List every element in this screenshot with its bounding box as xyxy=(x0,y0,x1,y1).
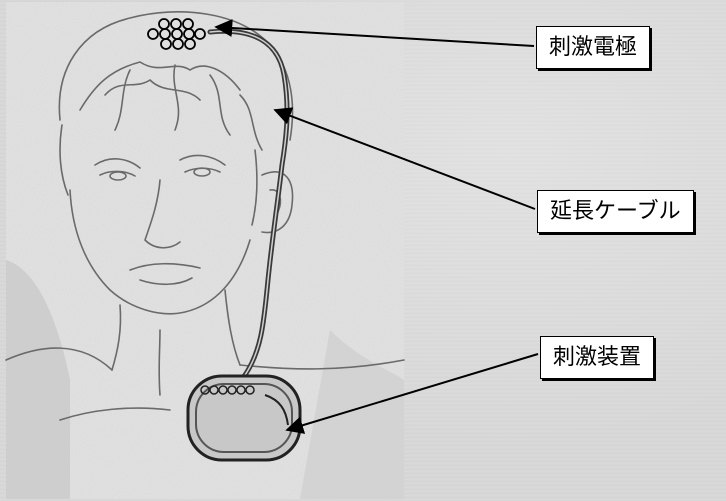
label-stimulation-device: 刺激装置 xyxy=(540,336,655,379)
label-extension-cable: 延長ケーブル xyxy=(537,190,694,233)
arrow-electrode xyxy=(214,18,535,47)
head-sketch xyxy=(5,11,405,421)
arrow-device xyxy=(285,353,539,434)
arrow-cable xyxy=(273,107,536,210)
label-stimulation-electrode: 刺激電極 xyxy=(536,26,651,69)
electrode-array xyxy=(147,18,206,50)
stimulation-device xyxy=(186,374,302,462)
